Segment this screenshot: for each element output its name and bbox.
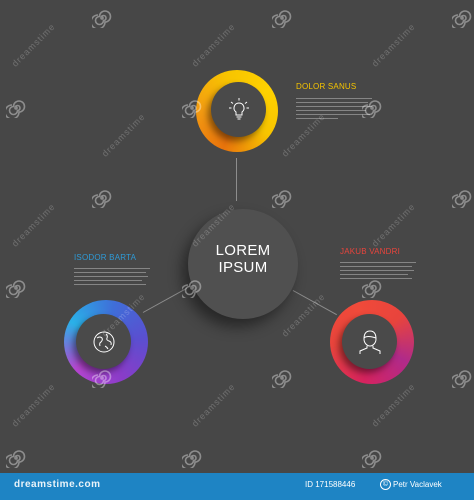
footer-author: Petr Vaclavek: [393, 480, 442, 489]
globe-icon: [93, 331, 114, 352]
user-icon: [359, 329, 380, 354]
lightbulb-icon: [228, 97, 249, 119]
center-title: LOREM IPSUM: [188, 242, 298, 276]
spiral-icon: [452, 190, 472, 208]
node-top-label: DOLOR SANUS: [296, 82, 357, 91]
node-top-circle: [211, 82, 266, 137]
node-right-text-lines: [340, 262, 416, 282]
watermark-text: dreamstime: [279, 291, 328, 339]
node-left-text-lines: [74, 268, 150, 288]
spiral-icon: [272, 190, 292, 208]
center-title-line2: IPSUM: [218, 259, 268, 276]
spiral-icon: [362, 100, 382, 118]
spiral-icon: [182, 280, 202, 298]
spiral-icon: [182, 450, 202, 468]
spiral-icon: [362, 280, 382, 298]
connector-top: [236, 158, 237, 201]
spiral-icon: [92, 370, 112, 388]
node-top-text-lines: [296, 98, 372, 122]
spiral-icon: [6, 450, 26, 468]
spiral-icon: [452, 10, 472, 28]
watermark-text: dreamstime: [9, 201, 58, 249]
center-title-line1: LOREM: [215, 242, 271, 259]
footer-bar: [0, 473, 474, 500]
footer-logo: dreamstime.com: [14, 479, 101, 490]
footer-id: ID 171588446: [305, 480, 356, 489]
watermark-text: dreamstime: [9, 21, 58, 69]
spiral-icon: [272, 10, 292, 28]
spiral-icon: [362, 450, 382, 468]
spiral-icon: [452, 370, 472, 388]
node-right-circle: [342, 314, 397, 369]
watermark-text: dreamstime: [99, 111, 148, 159]
spiral-icon: [92, 190, 112, 208]
spiral-icon: [6, 100, 26, 118]
node-left-circle: [76, 314, 131, 369]
watermark-text: dreamstime: [189, 381, 238, 429]
watermark-text: dreamstime: [369, 21, 418, 69]
watermark-text: dreamstime: [369, 201, 418, 249]
watermark-text: dreamstime: [189, 21, 238, 69]
watermark-text: dreamstime: [9, 381, 58, 429]
spiral-icon: [6, 280, 26, 298]
copyright-icon: ©: [380, 479, 391, 490]
spiral-icon: [92, 10, 112, 28]
spiral-icon: [272, 370, 292, 388]
watermark-text: dreamstime: [369, 381, 418, 429]
node-right-label: JAKUB VANDRI: [340, 247, 401, 256]
connector-left: [142, 287, 187, 313]
spiral-icon: [182, 100, 202, 118]
center-circle: [188, 209, 298, 319]
node-left-label: ISODOR BARTA: [74, 253, 137, 262]
